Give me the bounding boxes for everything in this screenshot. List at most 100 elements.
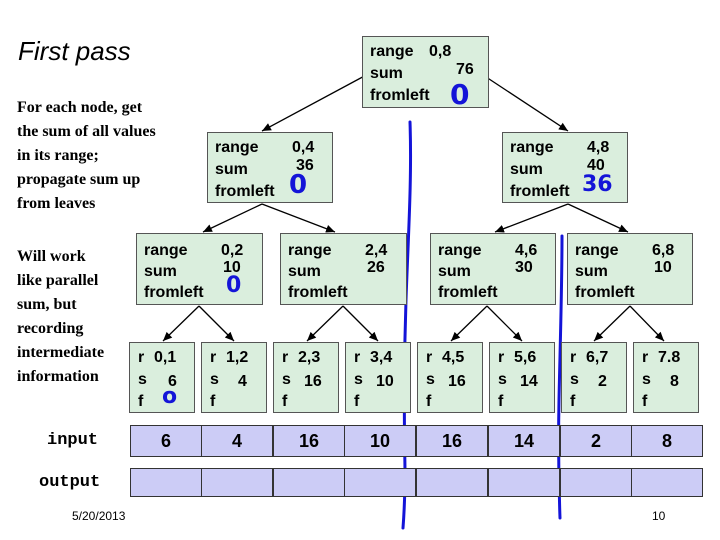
f-label: f — [138, 393, 144, 410]
range-label: range — [575, 242, 619, 259]
tree-leaf-2-3: r 2,3 s 16 f — [273, 342, 339, 413]
r-label: r — [570, 349, 577, 366]
r-label: r — [282, 349, 289, 366]
slide-page-number: 10 — [652, 509, 666, 523]
tree-leaf-4-5: r 4,5 s 16 f — [417, 342, 483, 413]
edge-l1b-left — [494, 203, 569, 233]
tree-node-root: range 0,8 sum 76 fromleft — [362, 36, 489, 108]
note-line: from leaves — [17, 195, 96, 212]
edge-l2a-right — [198, 305, 235, 342]
edge-l2d-right — [629, 305, 665, 342]
r-label: r — [498, 349, 505, 366]
range-value: 0,1 — [154, 349, 177, 366]
output-cell — [130, 468, 202, 497]
tree-leaf-5-6: r 5,6 s 14 f — [489, 342, 555, 413]
range-label: range — [288, 242, 332, 259]
input-cell: 6 — [130, 425, 202, 457]
note-line: recording — [17, 320, 84, 337]
sum-value: 40 — [587, 157, 605, 174]
range-label: range — [510, 139, 554, 156]
output-cell — [631, 468, 703, 497]
input-cell: 16 — [273, 425, 345, 457]
range-value: 4,6 — [515, 242, 538, 259]
range-value: 6,8 — [652, 242, 675, 259]
range-value: 6,7 — [586, 349, 609, 366]
f-label: f — [354, 393, 360, 410]
edge-l2b-left — [306, 305, 344, 342]
sum-value: 26 — [367, 259, 385, 276]
range-value: 1,2 — [226, 349, 249, 366]
sum-value: 16 — [448, 373, 466, 390]
edge-root-left — [261, 72, 371, 132]
handwritten-leaf-fromleft: o — [162, 384, 178, 409]
fromleft-label: fromleft — [575, 284, 635, 301]
edge-root-right — [479, 72, 569, 132]
tree-node-2-4: range 2,4 sum 26 fromleft — [280, 233, 407, 305]
note-line: sum, but — [17, 296, 77, 313]
edge-l2d-left — [593, 305, 631, 342]
range-value: 0,4 — [292, 139, 315, 156]
note-line: the sum of all values — [17, 123, 156, 140]
sum-value: 10 — [223, 259, 241, 276]
r-label: r — [642, 349, 649, 366]
edge-l2c-left — [450, 305, 488, 342]
range-value: 5,6 — [514, 349, 537, 366]
note-line: in its range; — [17, 147, 99, 164]
note-line: Will work — [17, 248, 86, 265]
slide-title: First pass — [18, 36, 131, 66]
note-line: propagate sum up — [17, 171, 141, 188]
sum-label: sum — [288, 263, 321, 280]
edge-l2a-left — [162, 305, 200, 342]
fromleft-label: fromleft — [215, 183, 275, 200]
range-value: 7.8 — [658, 349, 681, 366]
r-label: r — [138, 349, 145, 366]
tree-node-0-2: range 0,2 sum 10 fromleft — [136, 233, 263, 305]
tree-leaf-1-2: r 1,2 s 4 f — [201, 342, 267, 413]
tree-node-0-4: range 0,4 sum 36 fromleft — [207, 132, 333, 203]
input-cell: 8 — [631, 425, 703, 457]
input-cell: 10 — [344, 425, 416, 457]
f-label: f — [570, 393, 576, 410]
f-label: f — [210, 393, 216, 410]
tree-node-4-6: range 4,6 sum 30 fromleft — [430, 233, 556, 305]
sum-value: 36 — [296, 157, 314, 174]
sum-label: sum — [215, 161, 248, 178]
note-line: intermediate — [17, 344, 105, 361]
output-cell — [488, 468, 560, 497]
s-label: s — [282, 371, 291, 388]
edge-l1a-left — [202, 203, 263, 233]
sum-value: 16 — [304, 373, 322, 390]
note-line: information — [17, 368, 99, 385]
output-cell — [416, 468, 488, 497]
r-label: r — [426, 349, 433, 366]
input-cell: 14 — [488, 425, 560, 457]
f-label: f — [426, 393, 432, 410]
s-label: s — [210, 371, 219, 388]
fromleft-label: fromleft — [288, 284, 348, 301]
s-label: s — [642, 371, 651, 388]
fromleft-label: fromleft — [144, 284, 204, 301]
fromleft-label: fromleft — [510, 183, 570, 200]
range-value: 4,8 — [587, 139, 610, 156]
range-value: 0,2 — [221, 242, 244, 259]
tree-leaf-7-8: r 7.8 s 8 f — [633, 342, 699, 413]
r-label: r — [354, 349, 361, 366]
output-cell — [560, 468, 632, 497]
output-cell — [201, 468, 273, 497]
tree-leaf-3-4: r 3,4 s 10 f — [345, 342, 411, 413]
output-cell — [344, 468, 416, 497]
handwritten-l2-fromleft: 0 — [226, 273, 242, 298]
range-label: range — [144, 242, 188, 259]
sum-label: sum — [510, 161, 543, 178]
tree-node-6-8: range 6,8 sum 10 fromleft — [567, 233, 693, 305]
fromleft-label: fromleft — [370, 87, 430, 104]
range-label: range — [370, 43, 414, 60]
input-cell: 2 — [560, 425, 632, 457]
input-cell: 16 — [416, 425, 488, 457]
sum-value: 2 — [598, 373, 607, 390]
tree-leaf-6-7: r 6,7 s 2 f — [561, 342, 627, 413]
sum-value: 6 — [168, 373, 177, 390]
s-label: s — [426, 371, 435, 388]
sum-value: 76 — [456, 61, 474, 78]
sum-label: sum — [575, 263, 608, 280]
